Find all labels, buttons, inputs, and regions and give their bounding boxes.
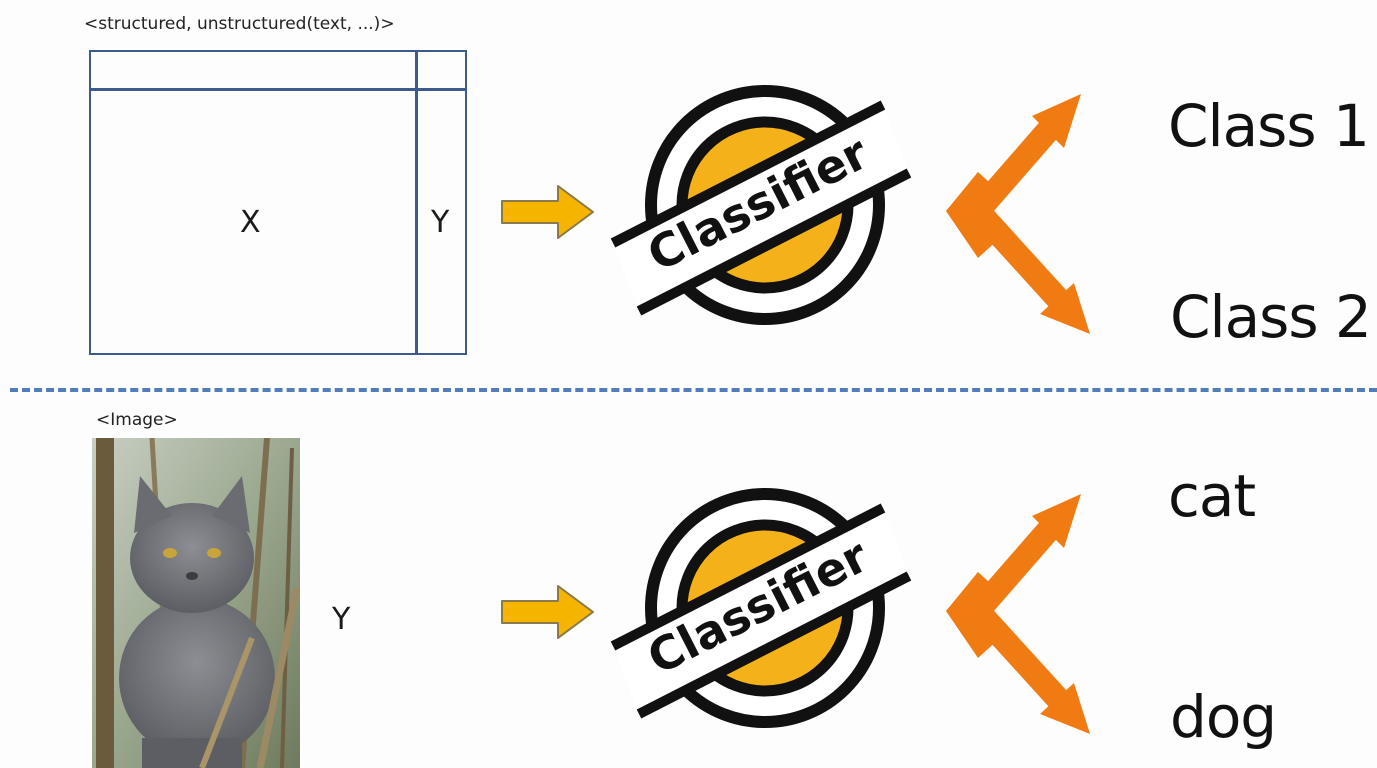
table-outer-border (89, 50, 467, 355)
output-label-dog: dog (1170, 683, 1277, 751)
section-divider (10, 388, 1377, 392)
bottom-caption: <Image> (96, 410, 178, 430)
output-label-class-1: Class 1 (1168, 92, 1370, 160)
fork-arrow-icon (946, 494, 1090, 734)
table-header-line (89, 88, 467, 91)
fork-arrow-icon (946, 94, 1090, 334)
output-label-cat: cat (1168, 462, 1256, 530)
y-label: Y (431, 205, 450, 240)
image-y-label: Y (332, 602, 351, 637)
right-arrow-icon (501, 185, 594, 239)
x-label: X (240, 205, 261, 240)
output-label-class-2: Class 2 (1170, 283, 1372, 351)
classifier-badge-icon: Classifier (610, 85, 912, 325)
classifier-badge-icon: Classifier (610, 488, 912, 728)
table-column-divider (415, 50, 418, 355)
right-arrow-icon (501, 585, 594, 639)
top-caption: <structured, unstructured(text, ...)> (84, 14, 395, 34)
cat-photo (92, 438, 300, 768)
